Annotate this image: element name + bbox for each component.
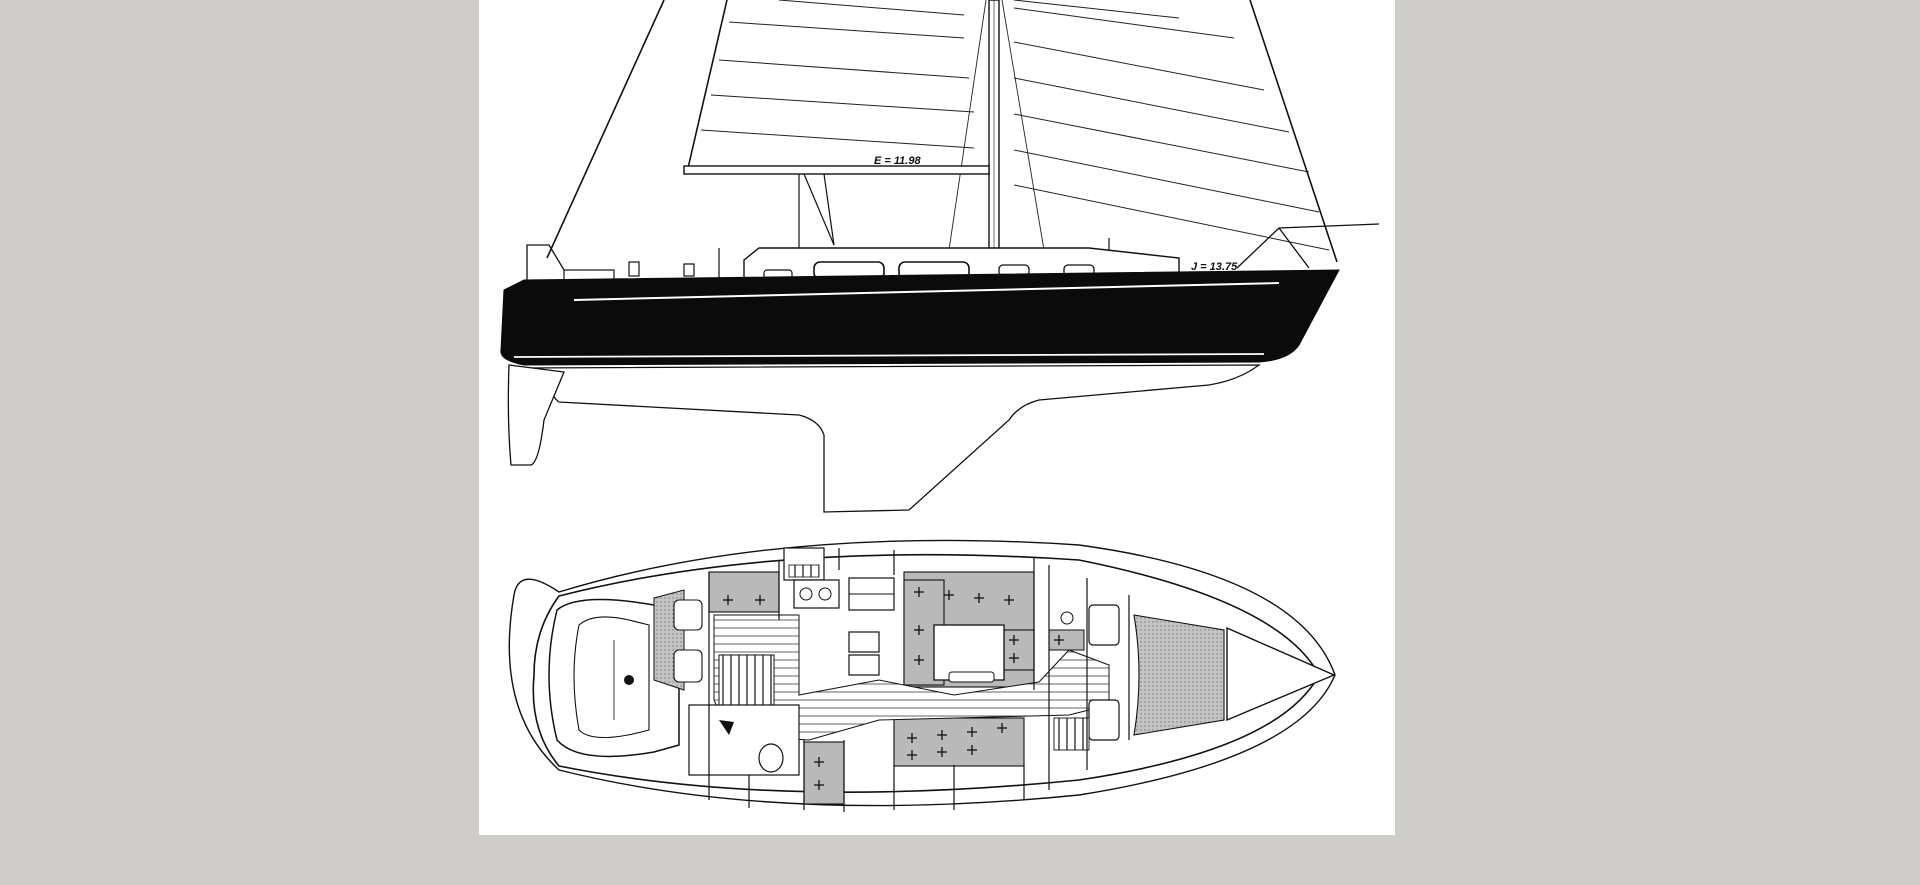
headsail [546,0,1338,263]
galley [783,547,895,676]
heads [688,704,800,776]
deck-fittings [563,261,695,281]
sail-plan-profile: E = 11.98 [500,0,1380,513]
bulkheads [708,548,1130,812]
saloon-table [933,624,1005,683]
boom: E = 11.98 [683,155,990,250]
boom-dimension-label: E = 11.98 [874,155,921,167]
foretriangle-dimension-label: J = 13.75 [1191,261,1238,273]
genoa-panels [1013,0,1330,251]
mainsail [687,0,975,169]
forward-cabin [673,599,1120,751]
cushion-marks [723,587,1064,790]
sailboat-plan-svg: E = 11.98 [500,0,1380,812]
cockpit [548,598,680,758]
accommodation-plan [508,539,1336,812]
hull [500,269,1340,513]
sailboat-drawing: E = 11.98 [479,0,1395,835]
